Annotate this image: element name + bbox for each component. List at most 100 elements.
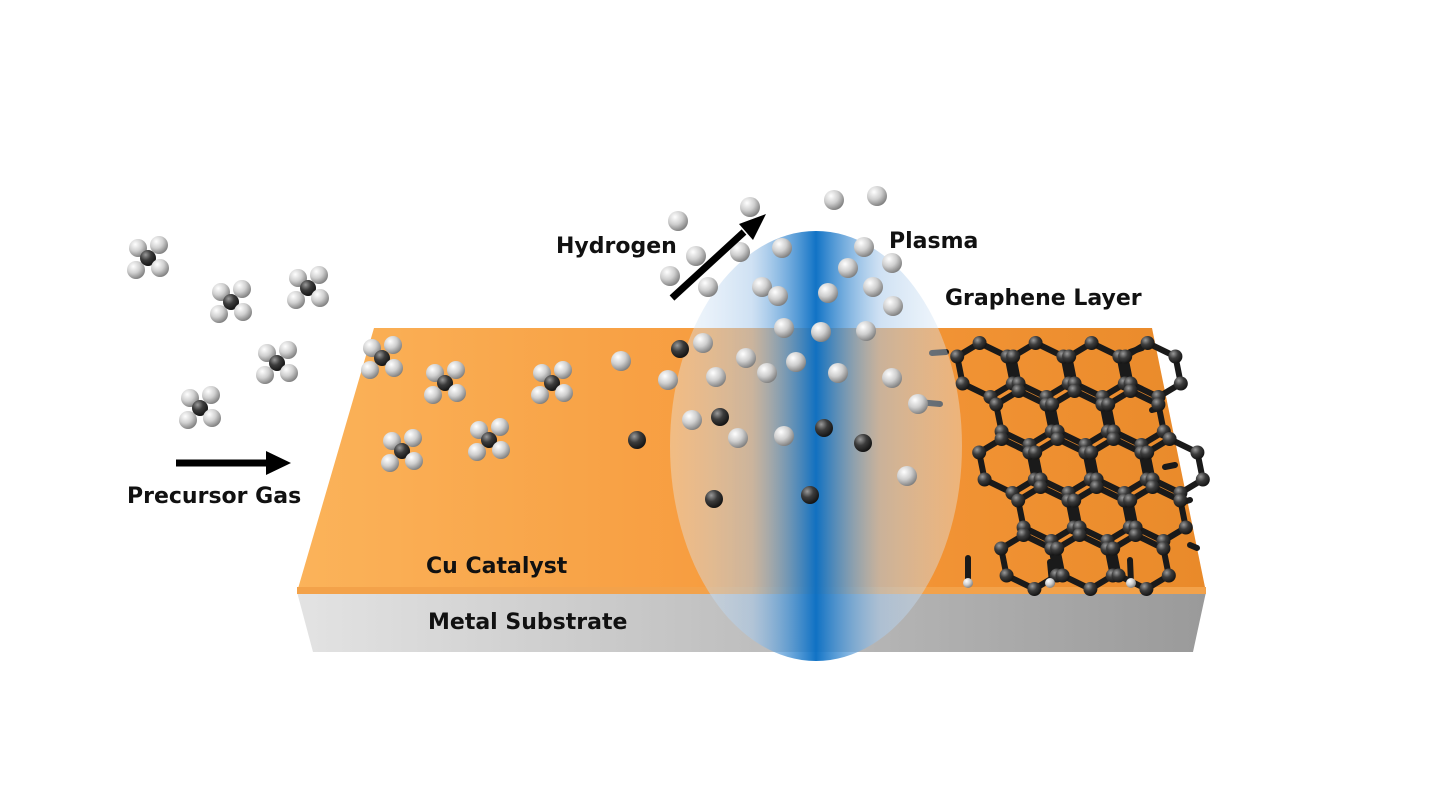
methane-molecule-icon (424, 361, 466, 404)
metal-substrate-label: Metal Substrate (428, 610, 628, 635)
carbon-atom-icon (950, 349, 965, 364)
hydrogen-atom-icon (1045, 578, 1055, 588)
carbon-atom-icon (999, 568, 1014, 583)
methane-molecule-icon (287, 266, 329, 309)
carbon-atom-icon (1195, 472, 1210, 487)
carbon-atom-icon (1145, 480, 1160, 494)
carbon-atom-icon (1083, 582, 1098, 596)
carbon-atom-icon (854, 434, 872, 452)
carbon-bond (1187, 542, 1200, 551)
hydrogen-atom-icon (698, 277, 718, 297)
hydrogen-atom-icon (883, 296, 903, 316)
carbon-atom-icon (1173, 376, 1188, 391)
carbon-atom-icon (1011, 493, 1026, 508)
carbon-atom-icon (544, 375, 560, 391)
methane-molecule-icon (531, 361, 573, 404)
hydrogen-atom-icon (963, 578, 973, 588)
carbon-atom-icon (394, 443, 410, 459)
carbon-atom-icon (1067, 493, 1082, 508)
hydrogen-atom-icon (210, 305, 228, 323)
hydrogen-atom-icon (682, 410, 702, 430)
cu-catalyst-label: Cu Catalyst (426, 554, 568, 579)
carbon-atom-icon (955, 376, 970, 391)
carbon-atom-icon (1084, 336, 1099, 350)
carbon-atom-icon (1161, 568, 1176, 583)
carbon-atom-icon (1173, 493, 1188, 508)
hydrogen-atom-icon (179, 411, 197, 429)
plasma-label: Plasma (889, 229, 979, 254)
graphene-layer-label: Graphene Layer (945, 286, 1142, 311)
hydrogen-atom-icon (768, 286, 788, 306)
hydrogen-atom-icon (730, 242, 750, 262)
carbon-atom-icon (1033, 480, 1048, 494)
carbon-atom-icon (1101, 397, 1116, 412)
hydrogen-atom-icon (786, 352, 806, 372)
hydrogen-atom-icon (728, 428, 748, 448)
hydrogen-atom-icon (867, 186, 887, 206)
carbon-atom-icon (1028, 445, 1043, 460)
hydrogen-atom-icon (468, 443, 486, 461)
carbon-atom-icon (1011, 384, 1026, 398)
hydrogen-atom-icon (127, 261, 145, 279)
hydrogen-atom-icon (772, 238, 792, 258)
hydrogen-atom-icon (706, 367, 726, 387)
hydrogen-atom-icon (757, 363, 777, 383)
hydrogen-atom-icon (897, 466, 917, 486)
carbon-atom-icon (1140, 336, 1155, 350)
arrow-up-right-icon (669, 214, 766, 301)
carbon-atom-icon (994, 541, 1009, 556)
hydrogen-atom-icon (668, 211, 688, 231)
methane-molecule-icon (210, 280, 252, 323)
hydrogen-atom-icon (828, 363, 848, 383)
carbon-atom-icon (972, 445, 987, 460)
carbon-atom-icon (671, 340, 689, 358)
hydrogen-atom-icon (491, 418, 509, 436)
hydrogen-atom-icon (150, 236, 168, 254)
carbon-atom-icon (1156, 541, 1171, 556)
carbon-atom-icon (977, 472, 992, 487)
hydrogen-atom-icon (555, 384, 573, 402)
carbon-atom-icon (1045, 397, 1060, 412)
hydrogen-atom-icon (838, 258, 858, 278)
plasma-cloud (670, 231, 962, 661)
hydrogen-atom-icon (404, 429, 422, 447)
hydrogen-atom-icon (310, 266, 328, 284)
methane-molecule-icon (179, 386, 221, 429)
carbon-atom-icon (989, 397, 1004, 412)
carbon-atom-icon (1062, 349, 1077, 364)
hydrogen-atom-icon (856, 321, 876, 341)
precursor-gas-label: Precursor Gas (127, 484, 302, 509)
hydrogen-atom-icon (660, 266, 680, 286)
methane-molecule-icon (256, 341, 298, 384)
carbon-atom-icon (815, 419, 833, 437)
carbon-atom-icon (1106, 541, 1121, 556)
carbon-atom-icon (1162, 432, 1177, 446)
hydrogen-atom-icon (531, 386, 549, 404)
hydrogen-atom-icon (151, 259, 169, 277)
hydrogen-atom-icon (774, 318, 794, 338)
hydrogen-atom-icon (818, 283, 838, 303)
carbon-atom-icon (223, 294, 239, 310)
hydrogen-atom-icon (492, 441, 510, 459)
carbon-atom-icon (1118, 349, 1133, 364)
hydrogen-atom-icon (385, 359, 403, 377)
hydrogen-atom-icon (203, 409, 221, 427)
carbon-atom-icon (1067, 384, 1082, 398)
carbon-atom-icon (1190, 445, 1205, 460)
hydrogen-atom-icon (752, 277, 772, 297)
hydrogen-atom-icon (693, 333, 713, 353)
carbon-atom-icon (1006, 349, 1021, 364)
carbon-atom-icon (1084, 445, 1099, 460)
carbon-atom-icon (1123, 493, 1138, 508)
hydrogen-atom-icon (405, 452, 423, 470)
carbon-atom-icon (269, 355, 285, 371)
hydrogen-atom-icon (447, 361, 465, 379)
hydrogen-atom-icon (280, 364, 298, 382)
carbon-atom-icon (1016, 528, 1031, 542)
hydrogen-atom-icon (854, 237, 874, 257)
carbon-atom-icon (1028, 336, 1043, 350)
hydrogen-atom-icon (863, 277, 883, 297)
hydrogen-atom-icon (554, 361, 572, 379)
carbon-atom-icon (972, 336, 987, 350)
hydrogen-atom-icon (234, 303, 252, 321)
